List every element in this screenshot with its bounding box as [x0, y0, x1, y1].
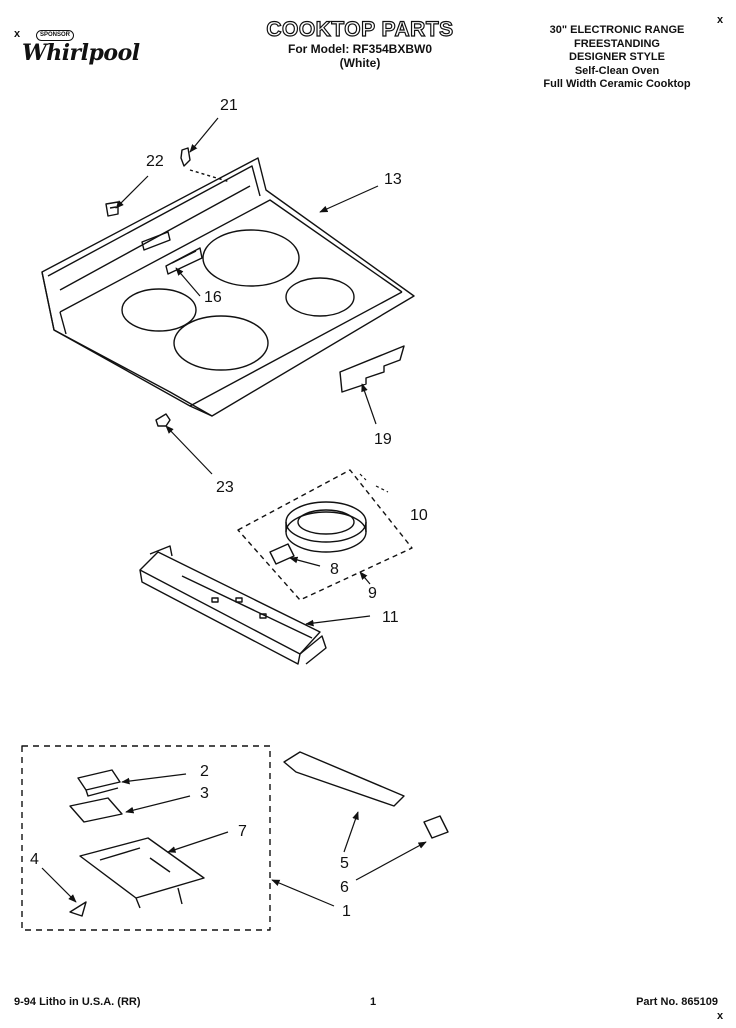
part-10-element-assembly	[237, 469, 413, 601]
spec-block: 30" ELECTRONIC RANGE FREESTANDING DESIGN…	[512, 24, 722, 92]
footer-litho: 9-94 Litho in U.S.A. (RR)	[14, 996, 141, 1008]
whirlpool-logo: SPONSOR Whirlpool	[22, 30, 152, 72]
spec-line-style: DESIGNER STYLE	[569, 51, 665, 63]
lower-control-box	[21, 745, 271, 931]
part-11-support-bracket	[139, 545, 327, 665]
corner-mark-top-right: x	[717, 14, 724, 26]
spec-line-cooktop: Full Width Ceramic Cooktop	[543, 78, 691, 90]
callout-10: 10	[410, 507, 428, 524]
part-21-clip	[180, 147, 191, 167]
page-title: COOKTOP PARTS	[266, 17, 454, 41]
part-6-connector	[423, 815, 449, 839]
part-22-bracket	[105, 201, 119, 217]
callout-2: 2	[200, 763, 209, 780]
part-7-control	[79, 837, 205, 909]
spec-line-freestanding: FREESTANDING	[574, 37, 660, 50]
part-4-piece	[69, 901, 87, 917]
callout-4: 4	[30, 851, 39, 868]
callout-19: 19	[374, 431, 392, 448]
part-3-insulator	[69, 797, 123, 823]
logo-badge: SPONSOR	[36, 30, 74, 41]
callout-11: 11	[382, 609, 399, 626]
part-2-switch	[77, 769, 121, 797]
callout-23: 23	[216, 479, 234, 496]
part-23-cap	[155, 413, 171, 427]
callout-22: 22	[146, 153, 164, 170]
part-5-strip	[283, 751, 405, 807]
callout-13: 13	[384, 171, 402, 188]
spec-line-range: 30" ELECTRONIC RANGE	[549, 24, 685, 36]
callout-16: 16	[204, 289, 222, 306]
callout-3: 3	[200, 785, 209, 802]
callout-6: 6	[340, 879, 349, 896]
callout-1: 1	[342, 903, 351, 920]
part-8-terminal	[269, 543, 295, 565]
cooktop-top-part	[41, 157, 415, 417]
callout-9: 9	[368, 585, 377, 602]
spec-line-oven: Self-Clean Oven	[574, 64, 660, 77]
corner-mark-bottom-right: x	[717, 1010, 724, 1022]
callout-7: 7	[238, 823, 247, 840]
corner-mark-top-left: x	[14, 28, 21, 40]
callout-5: 5	[340, 855, 349, 872]
color-line: (White)	[339, 56, 381, 70]
part-19-trim	[339, 345, 405, 393]
footer-page-number: 1	[370, 996, 377, 1008]
callout-8: 8	[330, 561, 339, 578]
logo-wordmark: Whirlpool	[22, 40, 140, 66]
footer-part-number: Part No. 865109	[636, 996, 718, 1008]
callout-21: 21	[220, 97, 238, 114]
title-block: COOKTOP PARTS For Model: RF354BXBW0 (Whi…	[250, 17, 470, 70]
model-line: For Model: RF354BXBW0	[287, 42, 432, 56]
